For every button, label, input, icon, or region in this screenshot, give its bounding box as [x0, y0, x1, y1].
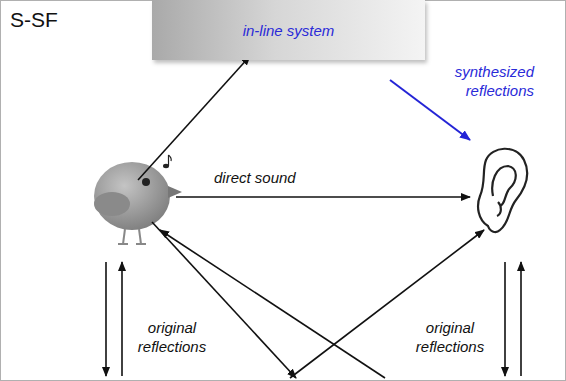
reflection-arrow: [290, 230, 484, 378]
system-box: in-line system: [152, 0, 425, 60]
ear-icon: [478, 149, 527, 232]
annotation-label: original reflections: [404, 318, 496, 356]
box-label: in-line system: [243, 22, 335, 39]
reflection-arrow: [121, 262, 123, 376]
direct-arrow: [176, 196, 470, 198]
reflection-arrow: [520, 262, 522, 376]
reflection-arrow: [160, 230, 385, 378]
signal-arrow: [138, 56, 250, 180]
synth-arrow: [390, 80, 470, 140]
annotation-label: original reflections: [126, 318, 218, 356]
diagram-title: S-SF: [10, 8, 58, 32]
reflection-arrow: [504, 262, 506, 376]
bird-icon: [94, 155, 182, 244]
annotation-label: direct sound: [214, 168, 324, 187]
annotation-label: synthesized reflections: [434, 62, 534, 100]
reflection-arrow: [105, 262, 107, 376]
